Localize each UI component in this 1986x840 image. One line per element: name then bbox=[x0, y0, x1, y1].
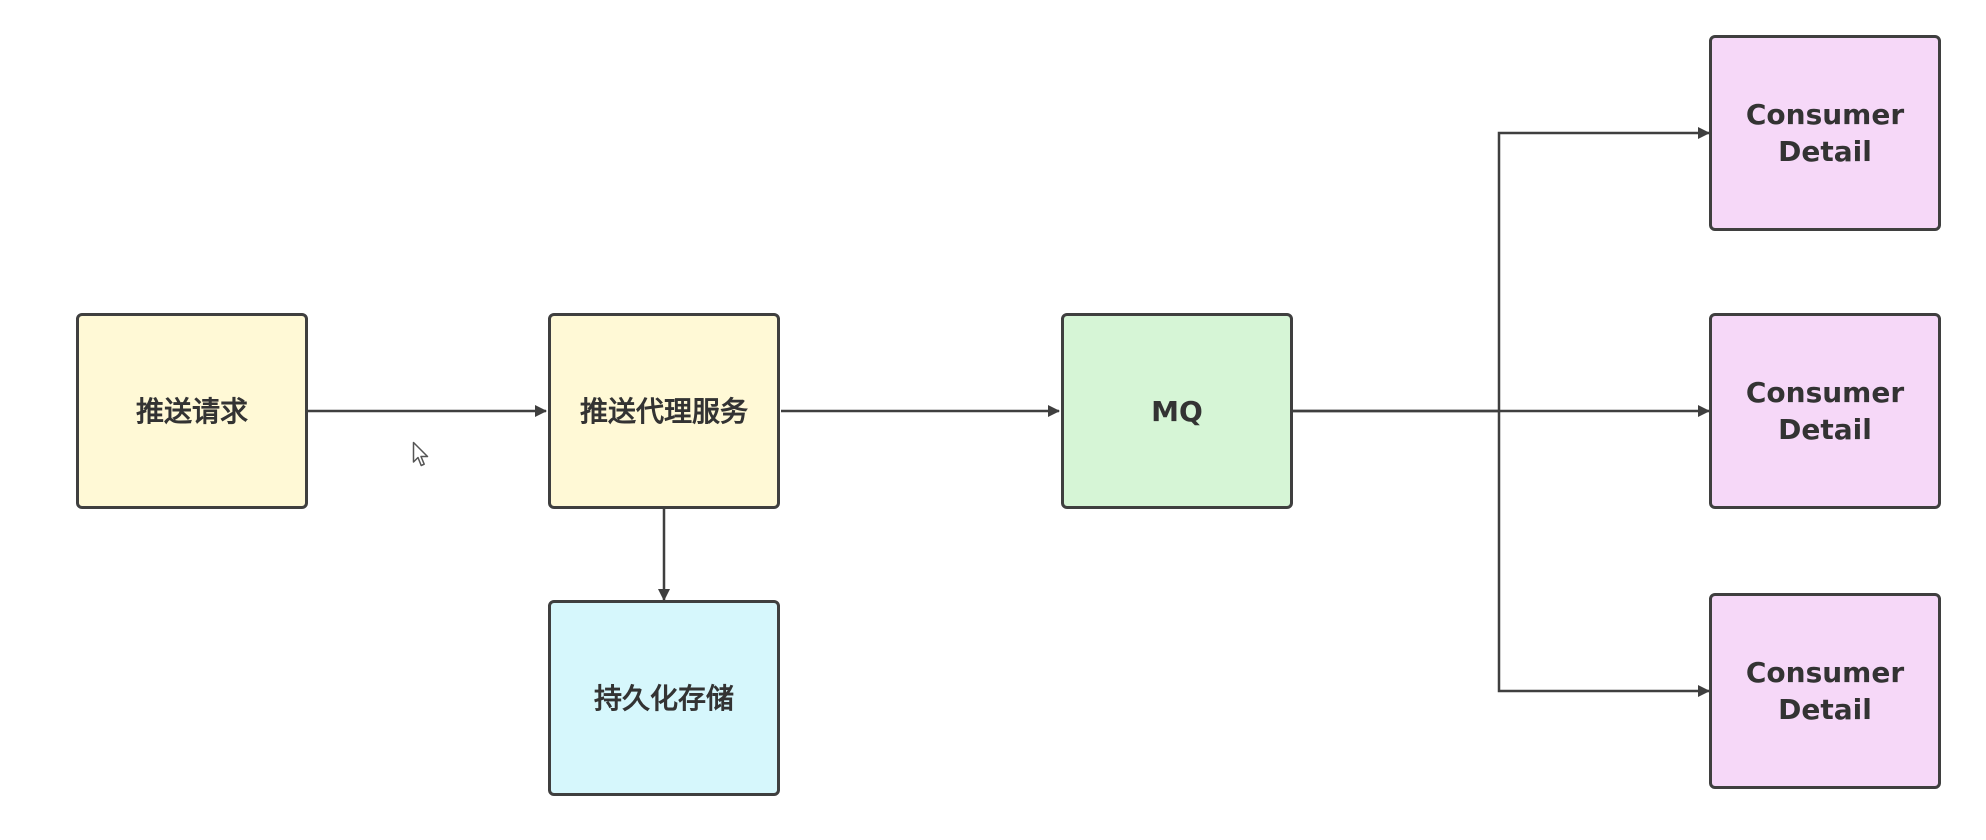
node-push-request[interactable]: 推送请求 bbox=[76, 313, 308, 509]
edge-mq-to-consumer-1 bbox=[1293, 127, 1710, 413]
node-consumer-detail-1[interactable]: Consumer Detail bbox=[1709, 35, 1941, 231]
edge-mq-to-consumer-3 bbox=[1497, 411, 1710, 697]
node-push-proxy-service[interactable]: 推送代理服务 bbox=[548, 313, 780, 509]
node-mq[interactable]: MQ bbox=[1061, 313, 1293, 509]
mouse-pointer-icon bbox=[412, 441, 429, 467]
node-consumer-detail-2[interactable]: Consumer Detail bbox=[1709, 313, 1941, 509]
node-persistent-storage[interactable]: 持久化存储 bbox=[548, 600, 780, 796]
node-consumer-detail-3[interactable]: Consumer Detail bbox=[1709, 593, 1941, 789]
